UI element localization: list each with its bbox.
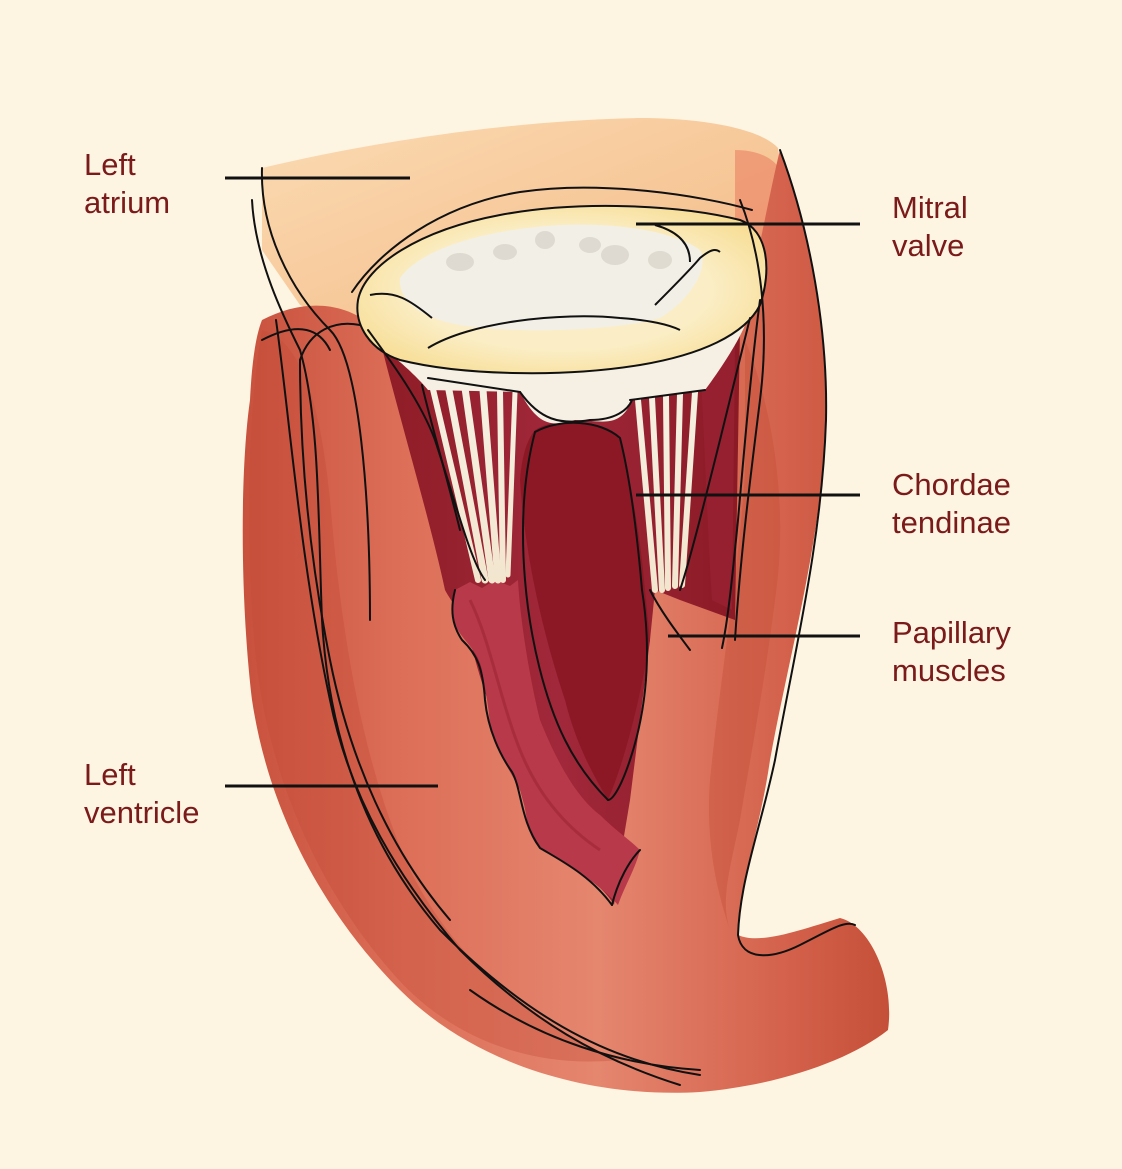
leader-lines bbox=[225, 176, 860, 788]
left-atrium-label: Left atrium bbox=[84, 146, 170, 222]
papillary-muscle-left bbox=[451, 580, 640, 905]
papillary-muscles-label: Papillary muscles bbox=[892, 614, 1011, 690]
left-ventricle-label: Left ventricle bbox=[84, 756, 199, 832]
chordae-tendinae-label: Chordae tendinae bbox=[892, 466, 1011, 542]
left-ventricle-label-line2: ventricle bbox=[84, 795, 200, 830]
mitral-valve-label-line1: Mitral bbox=[892, 190, 968, 225]
papillary-muscle-center bbox=[520, 421, 650, 800]
left-atrium-label-line2: atrium bbox=[84, 185, 171, 220]
left-atrium-label-line1: Left bbox=[84, 147, 136, 182]
mitral-valve-label-line2: valve bbox=[892, 228, 965, 263]
papillary-muscles-label-line1: Papillary bbox=[892, 615, 1011, 650]
left-ventricle-label-line1: Left bbox=[84, 757, 136, 792]
papillary-muscles-label-line2: muscles bbox=[892, 653, 1006, 688]
mitral-valve-label: Mitral valve bbox=[892, 189, 968, 265]
chordae-tendinae-label-line2: tendinae bbox=[892, 505, 1011, 540]
chordae-tendinae-label-line1: Chordae bbox=[892, 467, 1011, 502]
